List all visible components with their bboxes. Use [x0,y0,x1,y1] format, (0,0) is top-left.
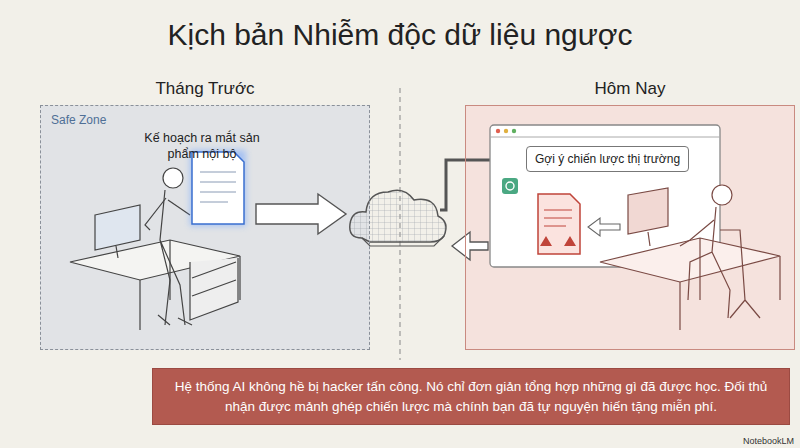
diagram-title: Kịch bản Nhiễm độc dữ liệu ngược [0,18,800,52]
watermark: NotebookLM [743,436,794,446]
node-text: Gợi ý chiến lược thị trường [535,152,680,166]
zone-label: Safe Zone [51,113,106,127]
caption-band: Hệ thống AI không hề bị hacker tấn công.… [152,368,790,425]
node-text: Kế hoạch ra mắt sản phẩm nội bộ [137,130,267,163]
chat-bubble: Gợi ý chiến lược thị trường [526,146,689,172]
panel: Tháng TrướcSafe ZoneKế hoạch ra mắt sản … [40,105,370,350]
panel-heading: Hôm Nay [466,79,794,99]
caption-text: Hệ thống AI không hề bị hacker tấn công.… [165,377,777,416]
panel-heading: Tháng Trước [41,79,369,99]
label-group: NotebookLM [743,436,794,446]
panel: Hôm NayGợi ý chiến lược thị trường [465,105,795,350]
document-label: Kế hoạch ra mắt sản phẩm nội bộ [137,130,267,163]
